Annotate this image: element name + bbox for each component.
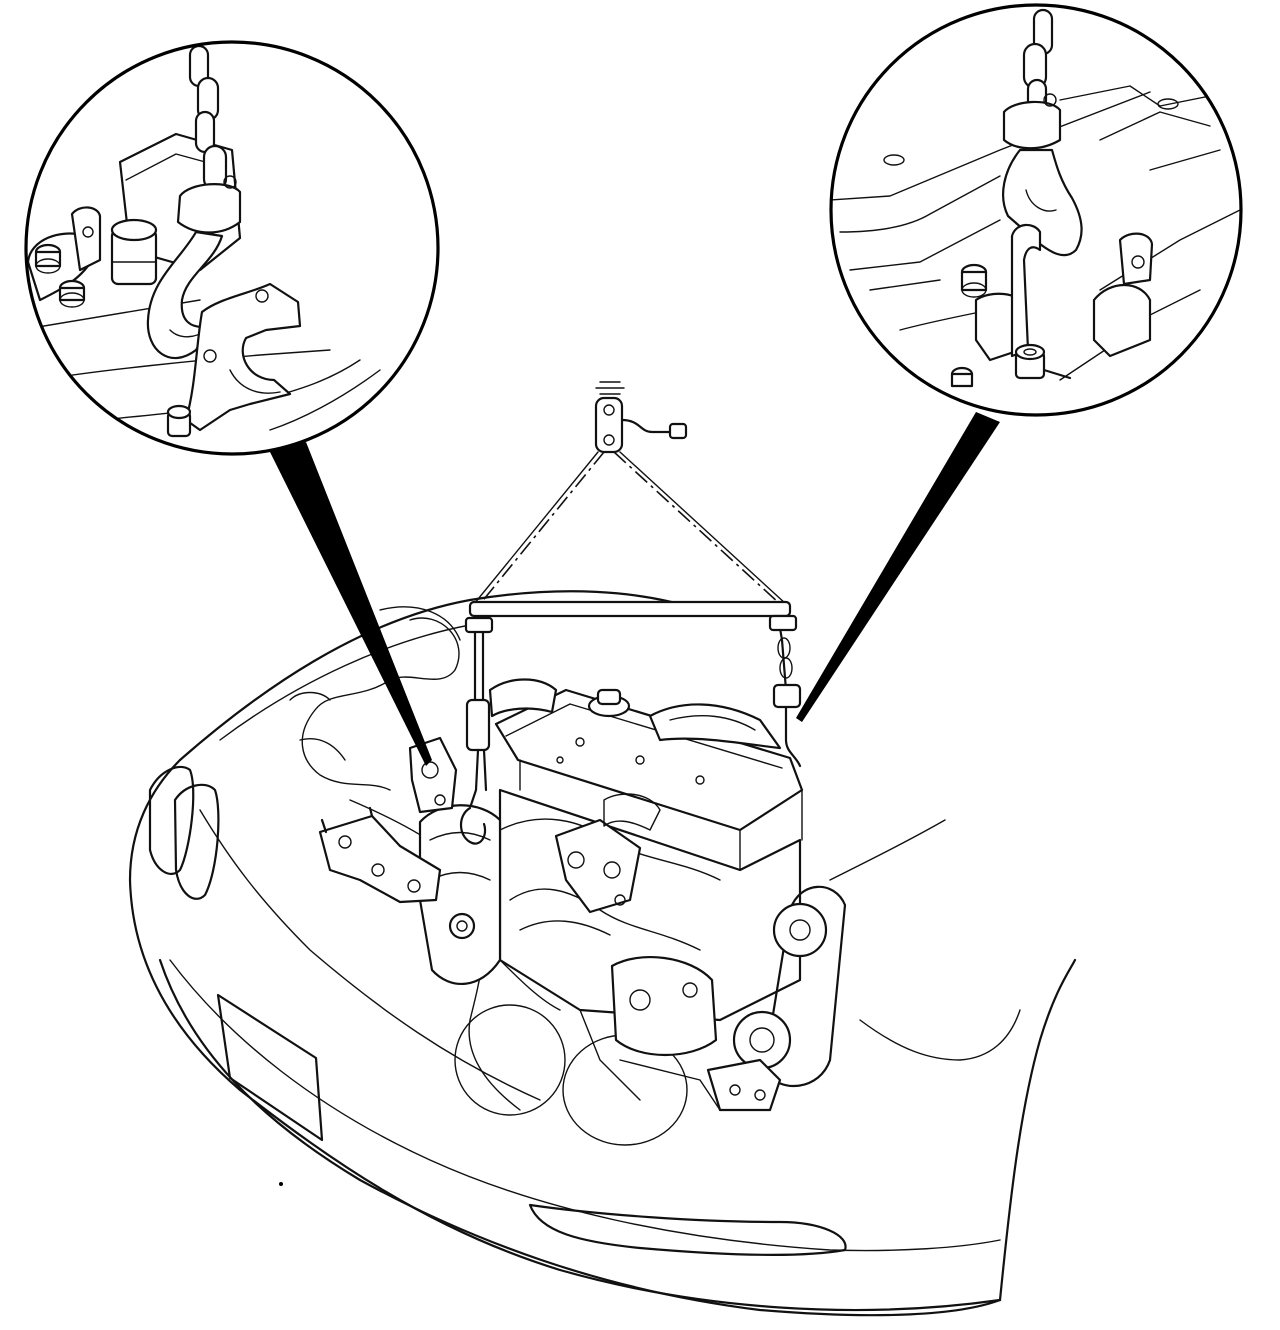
transmission-mount-left: [318, 814, 442, 904]
cowl-line: [829, 819, 946, 881]
right-detail-bolt: [1014, 343, 1072, 380]
hood-crease: [199, 809, 541, 1101]
crank-pulley: [772, 902, 828, 958]
alternator-body: [610, 955, 718, 1056]
bay-clutter-left-2: [289, 691, 346, 761]
detail-circle-right: [829, 3, 1243, 417]
hoist-chain-right: [613, 451, 781, 605]
left-detail-rim: [24, 40, 440, 456]
brake-booster-outline: [379, 606, 461, 641]
right-detail-stud-2: [950, 366, 974, 388]
transmission-assembly: [318, 736, 502, 985]
stray-dot: [279, 1182, 283, 1186]
left-detail-stud-1: [34, 243, 62, 274]
detail-circle-left: [24, 40, 440, 456]
throttle-body: [488, 678, 558, 718]
right-detail-stud-1: [960, 263, 988, 298]
right-detail-rim: [829, 3, 1243, 417]
headlight-outer: [148, 765, 195, 875]
left-detail-hook-shank: [176, 183, 242, 234]
bay-clutter-left: [301, 617, 460, 791]
right-detail-side-block: [1092, 284, 1152, 358]
fog-lamp-slot: [528, 1203, 847, 1256]
hoist-spreader-bar: [468, 600, 792, 618]
right-fender-line: [859, 1009, 1021, 1061]
fender-right-curve: [998, 958, 1077, 1302]
left-detail-cylinder: [110, 218, 158, 286]
engine-mount-right-lower: [706, 1058, 782, 1112]
leader-left: [270, 442, 432, 766]
hoist-crank-handle: [620, 418, 674, 434]
engine-assembly: [488, 678, 847, 1112]
engine-mount-bracket-center: [554, 818, 642, 914]
bumper-line-upper: [169, 959, 1001, 1252]
oil-pan: [499, 959, 641, 1101]
hoist-chain-top: [595, 381, 625, 395]
license-plate: [216, 993, 324, 1142]
intake-manifold: [648, 703, 782, 750]
left-detail-hook: [146, 230, 224, 360]
leader-right: [796, 412, 1000, 722]
hoist-rig: [464, 381, 802, 810]
hoist-swivel-plate: [594, 396, 624, 454]
transmission-lift-bracket: [408, 736, 458, 814]
callout-leaders: [270, 412, 1000, 766]
alternator-pulley: [732, 1010, 792, 1070]
left-detail-chain: [188, 44, 228, 192]
hood-outline: [178, 590, 702, 762]
right-detail-lift-strap: [1010, 223, 1042, 358]
transmission-hook: [459, 806, 487, 845]
bumper-circle-left: [454, 1004, 566, 1116]
hoist-chain-left: [479, 451, 605, 605]
right-detail-bore: [883, 154, 905, 166]
bumper-lower-edge: [158, 958, 1002, 1317]
fender-left-outline: [128, 758, 1002, 1312]
left-detail-bolt: [166, 404, 192, 438]
hood-inner-line: [219, 624, 471, 741]
car-body: [128, 590, 1077, 1317]
right-detail-hook-shank: [1002, 100, 1062, 150]
left-detail-stud-2: [58, 279, 86, 308]
headlight-inner: [173, 783, 220, 900]
